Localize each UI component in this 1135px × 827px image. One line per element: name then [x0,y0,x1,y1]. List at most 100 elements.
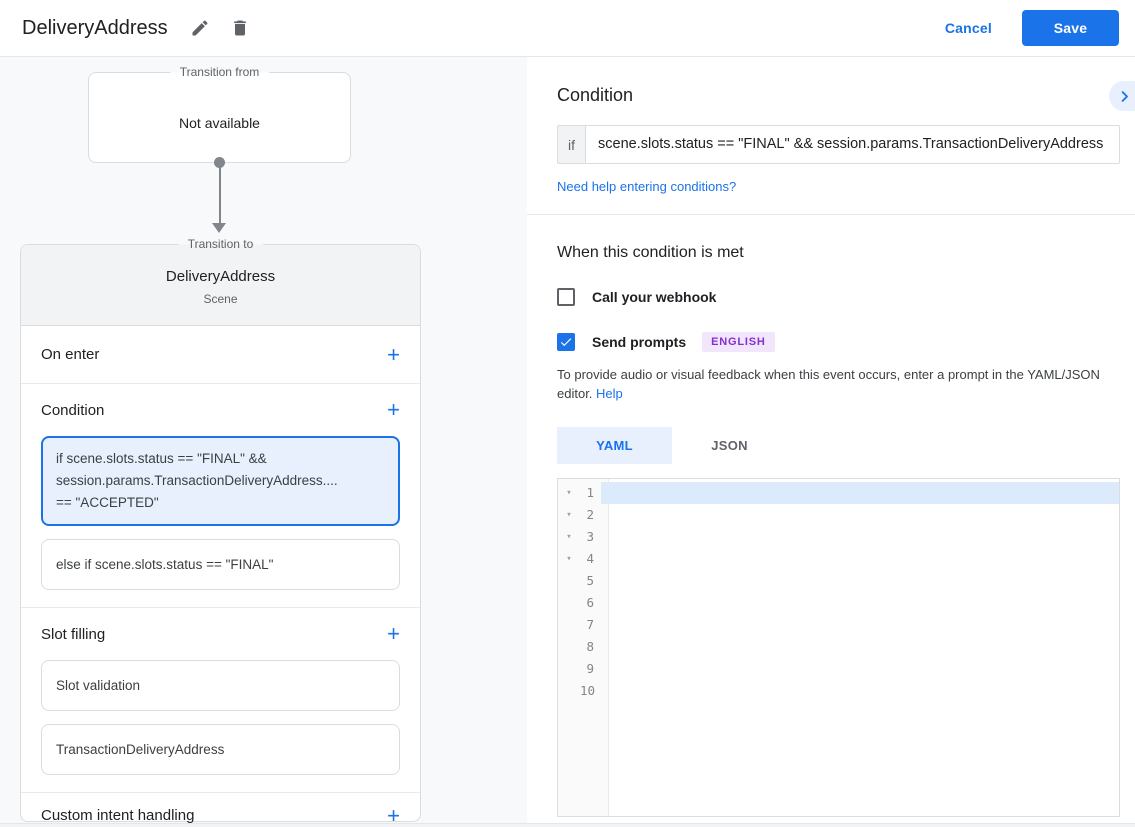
condition-card[interactable]: if scene.slots.status == "FINAL" && sessi… [41,436,400,526]
webhook-checkbox[interactable] [557,288,575,306]
line-number: 6 [586,595,594,610]
add-condition-button[interactable]: + [387,397,400,422]
webhook-label: Call your webhook [592,289,717,305]
custom-intent-label: Custom intent handling [41,807,195,824]
condition-expression-row: if scene.slots.status == "FINAL" && sess… [557,125,1120,164]
line-number: 1 [586,485,594,500]
condition-card[interactable]: else if scene.slots.status == "FINAL" [41,539,400,590]
transition-to-card: Transition to DeliveryAddress Scene On e… [20,237,421,826]
save-button[interactable]: Save [1022,10,1119,46]
line-number: 10 [580,683,596,698]
section-divider [527,214,1135,215]
webhook-option-row: Call your webhook [557,288,1120,306]
when-met-heading: When this condition is met [557,244,744,261]
code-line [601,680,1119,702]
editor-lines: ▾ 1 candidates: ▾ 2 - first_simple: ▾ [558,479,1119,702]
fold-arrow-icon[interactable]: ▾ [566,554,572,564]
transition-from-box[interactable]: Transition from Not available [88,65,351,163]
slot-card-text: Slot validation [56,675,385,696]
transition-from-legend: Transition from [169,65,270,80]
line-number: 9 [586,661,594,676]
scene-graph-canvas: Transition from Not available Transition… [0,57,527,827]
trash-icon [233,20,246,36]
add-on-enter-button[interactable]: + [387,341,400,367]
custom-intent-section: Custom intent handling + [21,792,420,827]
arrow-down-icon [212,223,226,233]
condition-card-line: else if scene.slots.status == "FINAL" [56,557,274,572]
slot-card[interactable]: Slot validation [41,660,400,711]
line-number: 3 [586,529,594,544]
prompts-option-row: Send prompts ENGLISH [557,332,1120,352]
code-line: $session.params.TransactionDeliveryAddre… [601,658,1119,680]
editor-line: ▾ 8 $session.params.TransactionDeliveryA… [558,636,1119,658]
code-line: - speech: >- [601,548,1119,570]
editor-line: ▾ 6 $session.params.TransactionDeliveryA… [558,592,1119,614]
slot-card-line: Slot validation [56,678,141,693]
yaml-prompt-editor[interactable]: ▾ 1 candidates: ▾ 2 - first_simple: ▾ [557,478,1120,817]
condition-section-label: Condition [41,401,105,419]
page-title: DeliveryAddress [22,16,168,39]
edit-scene-button[interactable] [180,8,220,48]
editor-line: ▾ 4 - speech: >- [558,548,1119,570]
pencil-icon [192,20,208,36]
add-slot-button[interactable]: + [387,621,400,646]
condition-card-line: if scene.slots.status == "FINAL" && [56,451,267,466]
code-line: variants: [601,526,1119,548]
scene-type-label: Scene [203,292,238,306]
collapse-panel-button[interactable] [1109,81,1135,111]
slot-filling-section: Slot filling + Slot validation Transacti… [21,607,420,792]
prompts-checkbox[interactable] [557,333,575,351]
line-number: 2 [586,507,594,522]
editor-line: ▾ 9 $session.params.TransactionDeliveryA… [558,658,1119,680]
code-line: Great! Your order will be delivered to [601,570,1119,592]
code-line: - first_simple: [601,504,1119,526]
fold-arrow-icon[interactable]: ▾ [566,488,572,498]
code-line: $session.params.TransactionDeliveryAddre… [601,614,1119,636]
transition-to-legend: Transition to [177,237,264,252]
editor-line: ▾ 1 candidates: [558,482,1119,504]
scene-name: DeliveryAddress [165,268,276,285]
check-icon [560,338,572,347]
cancel-button[interactable]: Cancel [944,20,992,36]
if-prefix: if [557,125,585,164]
connector-line [219,164,221,223]
condition-expression-input[interactable]: scene.slots.status == "FINAL" && session… [585,125,1120,164]
on-enter-label: On enter [41,346,100,363]
editor-format-tab[interactable]: YAML [557,427,672,464]
condition-detail-panel: Condition if scene.slots.status == "FINA… [527,57,1135,827]
editor-line: ▾ 3 variants: [558,526,1119,548]
condition-card-line: == "ACCEPTED" [56,495,159,510]
editor-line: ▾ 7 $session.params.TransactionDeliveryA… [558,614,1119,636]
fold-arrow-icon[interactable]: ▾ [566,510,572,520]
line-number: 4 [586,551,594,566]
scene-card-header[interactable]: DeliveryAddress Scene [21,245,420,326]
condition-card-line: session.params.TransactionDeliveryAddres… [56,473,338,488]
fold-arrow-icon[interactable]: ▾ [566,532,572,542]
editor-line: ▾ 2 - first_simple: [558,504,1119,526]
transition-from-value: Not available [179,115,260,131]
code-line: $session.params.TransactionDeliveryAddre… [601,592,1119,614]
delete-scene-button[interactable] [220,8,260,48]
slot-card[interactable]: TransactionDeliveryAddress [41,724,400,775]
condition-section: Condition + if scene.slots.status == "FI… [21,383,420,607]
code-line: $session.params.TransactionDeliveryAddre… [601,636,1119,658]
condition-help-link[interactable]: Need help entering conditions? [557,179,737,194]
viewport-bottom-edge [0,823,1135,827]
editor-format-tab[interactable]: JSON [672,427,787,464]
prompt-help-link[interactable]: Help [596,386,623,401]
prompts-description: To provide audio or visual feedback when… [557,365,1120,403]
slot-card-line: TransactionDeliveryAddress [56,742,225,757]
code-line: candidates: [601,482,1119,504]
condition-card-text: if scene.slots.status == "FINAL" && sessi… [56,448,385,514]
panel-title: Condition [557,85,634,105]
condition-card-list: if scene.slots.status == "FINAL" && sessi… [21,436,420,607]
editor-line: ▾ 10 [558,680,1119,702]
connector-dot [214,157,225,168]
editor-line: ▾ 5 Great! Your order will be delivered … [558,570,1119,592]
add-custom-intent-button[interactable]: + [387,802,400,827]
language-badge: ENGLISH [702,332,775,352]
line-number: 5 [586,573,594,588]
on-enter-section: On enter + [21,326,420,383]
